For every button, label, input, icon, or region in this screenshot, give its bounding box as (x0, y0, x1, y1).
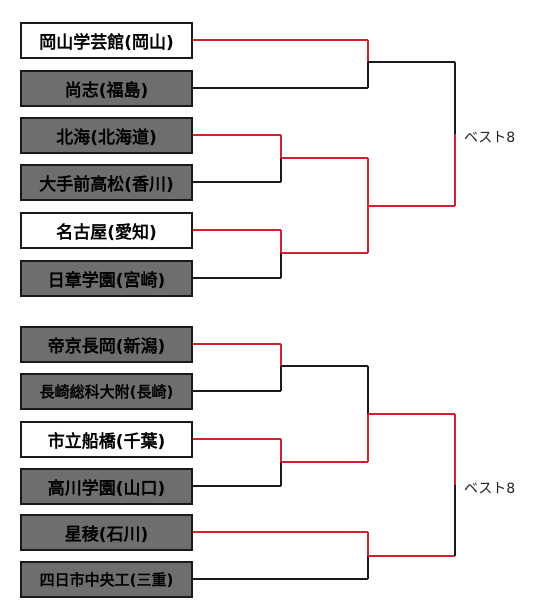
team-box-takagawa-gakuen: 高川学園(山口) (20, 468, 193, 505)
best8-label-lower: ベスト8 (464, 481, 516, 497)
team-box-otemae-takamatsu: 大手前高松(香川) (20, 164, 193, 201)
team-box-hokkai: 北海(北海道) (20, 117, 193, 154)
team-box-nagasaki-sokadai: 長崎総科大附(長崎) (20, 373, 193, 410)
team-box-nagoya: 名古屋(愛知) (20, 212, 193, 249)
team-box-nissho-gakuen: 日章学園(宮崎) (20, 260, 193, 297)
team-box-teikyo-nagaoka: 帝京長岡(新潟) (20, 326, 193, 363)
team-box-okayama-gakugeikan: 岡山学芸館(岡山) (20, 22, 193, 59)
team-box-shoshi: 尚志(福島) (20, 70, 193, 107)
best8-label-upper: ベスト8 (464, 130, 516, 146)
team-box-yokkaichi-chuko: 四日市中央工(三重) (20, 561, 193, 598)
team-box-ichiritsu-funabashi: 市立船橋(千葉) (20, 421, 193, 458)
team-box-seiryo: 星稜(石川) (20, 514, 193, 551)
